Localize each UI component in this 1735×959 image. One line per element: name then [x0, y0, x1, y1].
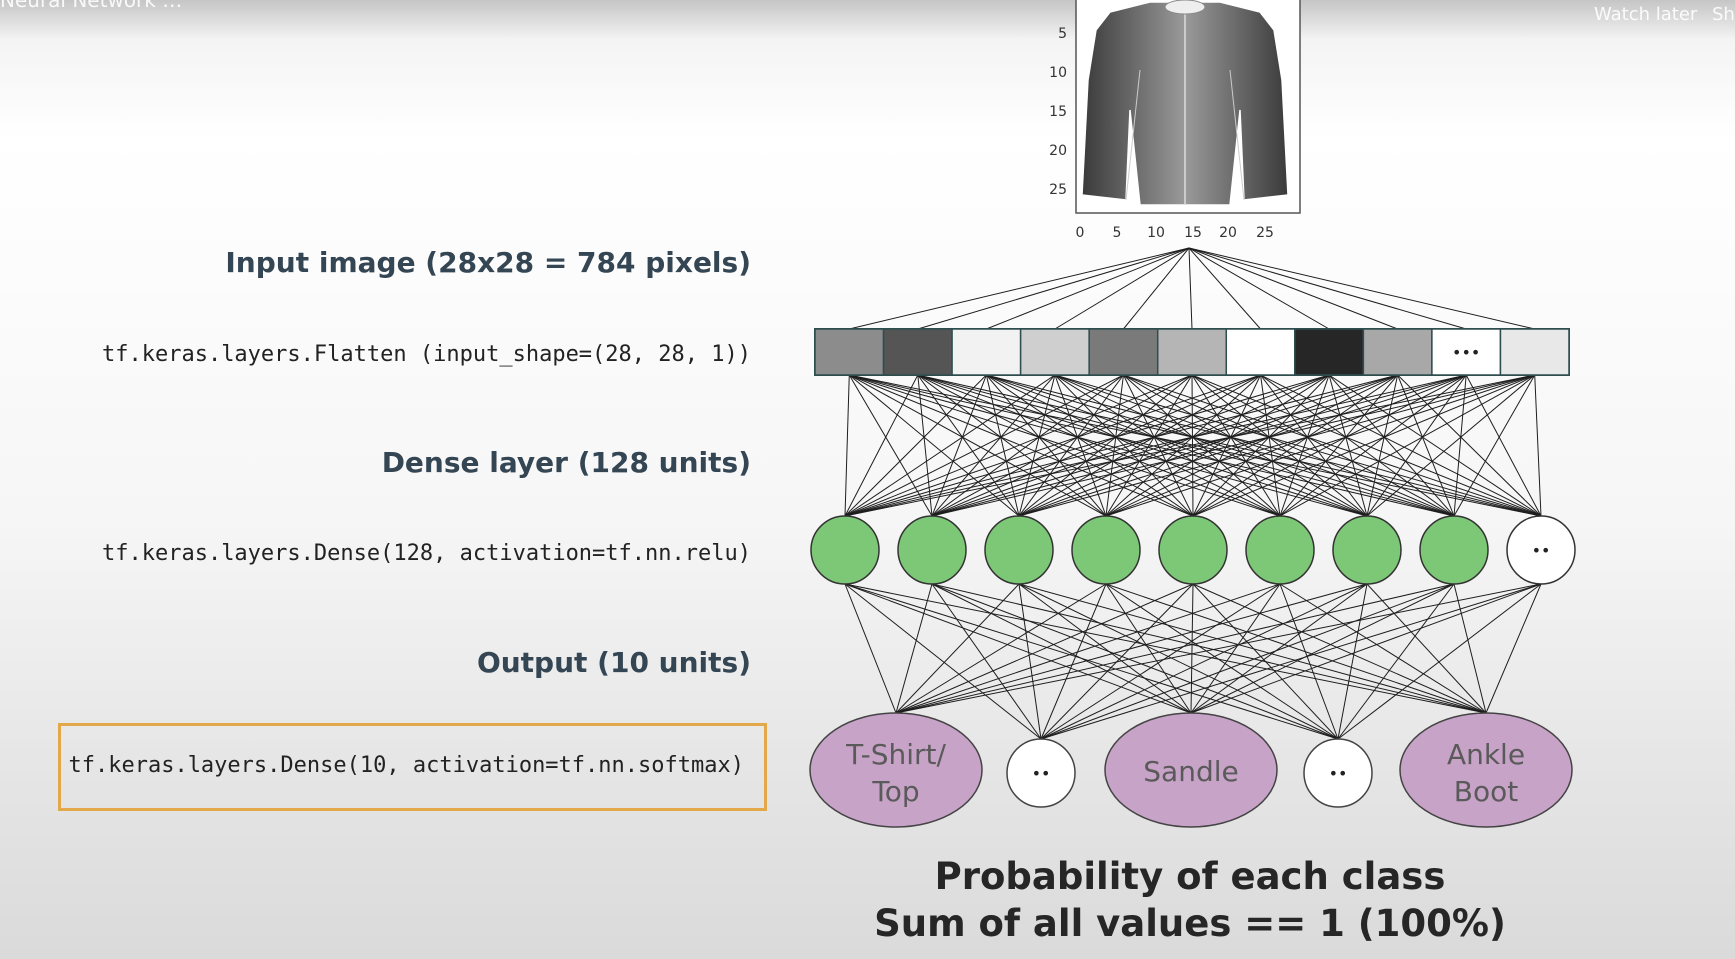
dense-node: [1071, 515, 1141, 585]
y-tick: 15: [1049, 104, 1067, 120]
dense-node: [984, 515, 1054, 585]
dense-layer: ••: [810, 515, 1576, 585]
output-node-ellipsis-1: [1006, 738, 1076, 808]
network-connections: [844, 247, 1542, 740]
flatten-layer-code: tf.keras.layers.Flatten (input_shape=(28…: [101, 342, 751, 367]
flatten-cell: [1294, 328, 1365, 376]
output-label-sandal: Sandle: [1143, 755, 1238, 788]
flatten-cell: [814, 328, 885, 376]
flatten-cell: [882, 328, 953, 376]
dense-layer-code: tf.keras.layers.Dense(128, activation=tf…: [101, 541, 751, 566]
video-title[interactable]: Neural Network …: [0, 0, 183, 12]
y-tick: 10: [1049, 65, 1067, 81]
caption-line-2: Sum of all values == 1 (100%): [874, 902, 1506, 945]
flatten-cell: [1019, 328, 1090, 376]
output-layer-code: tf.keras.layers.Dense(10, activation=tf.…: [68, 753, 744, 778]
flatten-cell: [1225, 328, 1296, 376]
output-layer-heading: Output (10 units): [476, 646, 751, 679]
flatten-cell: [1499, 328, 1570, 376]
dense-node: [1245, 515, 1315, 585]
flatten-cell: [1362, 328, 1433, 376]
input-image-heading: Input image (28x28 = 784 pixels): [225, 246, 751, 279]
y-tick: 25: [1049, 182, 1067, 198]
dense-node-ellipsis: [1506, 515, 1576, 585]
x-tick: 0: [1076, 225, 1085, 241]
shirt-image: [1081, 0, 1289, 206]
output-node-ankle-boot: [1399, 712, 1573, 828]
x-tick: 10: [1147, 225, 1165, 241]
x-tick: 25: [1256, 225, 1274, 241]
video-top-overlay: [0, 0, 1735, 40]
output-node-ellipsis-2: [1303, 738, 1373, 808]
output-node-tshirt: [809, 712, 983, 828]
caption-line-1: Probability of each class: [934, 855, 1446, 898]
dense-node: [1419, 515, 1489, 585]
flatten-cell: [1431, 328, 1502, 376]
output-node-sandal: [1104, 712, 1278, 828]
output-label-boot-line1: Ankle: [1447, 738, 1525, 771]
dense-layer-heading: Dense layer (128 units): [381, 446, 751, 479]
watch-later-button[interactable]: Watch later: [1594, 4, 1698, 25]
y-tick: 20: [1049, 143, 1067, 159]
flatten-cell: [951, 328, 1022, 376]
dense-node: [897, 515, 967, 585]
output-label-boot-line2: Boot: [1454, 775, 1518, 808]
y-axis-ticks: 5 10 15 20 25: [1049, 26, 1067, 198]
x-axis-ticks: 0 5 10 15 20 25: [1076, 225, 1274, 241]
flatten-layer: •••: [814, 328, 1570, 376]
dense-node: [1158, 515, 1228, 585]
dense-node: [1332, 515, 1402, 585]
x-tick: 20: [1219, 225, 1237, 241]
output-ellipsis-1: ••: [1032, 764, 1051, 783]
dense-ellipsis: ••: [1532, 541, 1551, 560]
dense-node: [810, 515, 880, 585]
x-tick: 5: [1113, 225, 1122, 241]
flatten-cell: [1156, 328, 1228, 376]
input-image-plot: 5 10 15 20 25 0 5 10 15 20 25: [1049, 0, 1301, 241]
output-layer: T-Shirt/ Top •• Sandle •• Ankle Boot: [809, 712, 1573, 828]
output-code-highlight: tf.keras.layers.Dense(10, activation=tf.…: [58, 723, 767, 811]
flatten-cell: [1088, 328, 1159, 376]
x-tick: 15: [1184, 225, 1202, 241]
output-ellipsis-2: ••: [1329, 764, 1348, 783]
output-label-tshirt-line2: Top: [871, 775, 919, 808]
flatten-ellipsis: •••: [1452, 343, 1480, 362]
y-tick: 5: [1058, 26, 1067, 42]
output-label-tshirt-line1: T-Shirt/: [845, 738, 946, 771]
share-button[interactable]: Sh: [1712, 4, 1735, 25]
